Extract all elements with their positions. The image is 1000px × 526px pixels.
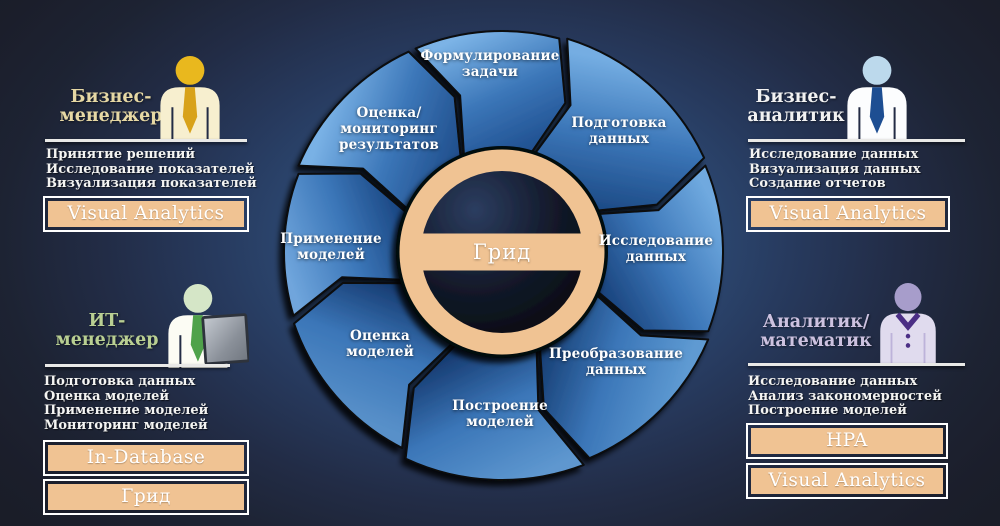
task-item: Построение моделей <box>748 403 907 419</box>
separator-line <box>748 363 965 366</box>
task-list: Исследование данных Анализ закономерност… <box>748 374 942 419</box>
person-head <box>175 56 205 85</box>
laptop-icon <box>201 313 249 366</box>
task-item: Исследование показателей <box>46 161 255 177</box>
task-item: Оценка моделей <box>44 388 170 404</box>
separator-line <box>45 139 247 142</box>
task-item: Применение моделей <box>44 403 209 419</box>
business-analyst-icon <box>847 56 907 140</box>
task-list: Исследование данных Визуализация данных … <box>749 147 921 192</box>
badge-label: Visual Analytics <box>751 201 945 227</box>
persona-analyst-mathematician: Аналитик/ математик Исследование данных … <box>726 278 971 523</box>
person-body <box>880 313 936 365</box>
badge-in-database: In-Database <box>43 440 249 476</box>
task-item: Мониторинг моделей <box>44 417 208 433</box>
persona-title: Бизнес- аналитик <box>747 87 845 126</box>
badge-visual-analytics: Visual Analytics <box>43 196 249 232</box>
segment-label-results-monitoring: Оценка/ мониторинг результатов <box>338 105 440 153</box>
person-head <box>894 283 922 312</box>
persona-title: Аналитик/ математик <box>760 312 872 351</box>
persona-title: Бизнес- менеджер <box>59 87 163 126</box>
segment-label-model-evaluation: Оценка моделей <box>346 328 414 360</box>
task-item: Принятие решений <box>46 147 196 162</box>
analyst-mathematician-icon <box>880 283 936 365</box>
task-list: Принятие решений Исследование показателе… <box>46 147 257 192</box>
badge-hpa: HPA <box>746 423 948 459</box>
person-head <box>183 284 213 313</box>
persona-business-manager: Бизнес- менеджер Принятие решений Исслед… <box>37 50 257 250</box>
segment-label-model-building: Построение моделей <box>452 398 548 430</box>
task-item: Подготовка данных <box>44 374 196 389</box>
segment-label-problem-formulation: Формулирование задачи <box>420 48 560 80</box>
badge-visual-analytics: Visual Analytics <box>746 463 948 499</box>
person-head <box>862 56 892 85</box>
segment-label-data-exploration: Исследование данных <box>598 233 714 265</box>
badge-label: Visual Analytics <box>48 201 244 227</box>
badge-grid: Грид <box>43 479 249 515</box>
coat-collar <box>895 312 921 331</box>
separator-line <box>748 139 965 142</box>
persona-title: ИТ- менеджер <box>55 311 159 350</box>
badge-label: Грид <box>48 484 244 510</box>
badge-label: Visual Analytics <box>751 468 943 494</box>
person-tie <box>182 87 198 134</box>
person-tie <box>869 87 885 134</box>
it-manager-icon <box>168 284 249 368</box>
segment-label-data-transformation: Преобразование данных <box>548 346 684 378</box>
task-item: Визуализация данных <box>749 161 921 177</box>
badge-label: In-Database <box>48 445 244 471</box>
persona-it-manager: ИТ- менеджер Подготовка данных Оценка мо… <box>37 278 252 523</box>
persona-business-analyst: Бизнес- аналитик Исследование данных Виз… <box>726 50 971 250</box>
wheel-center-label: Грид <box>472 240 532 264</box>
badge-visual-analytics: Visual Analytics <box>746 196 950 232</box>
task-item: Исследование данных <box>748 374 918 389</box>
task-item: Визуализация показателей <box>46 176 257 192</box>
task-item: Анализ закономерностей <box>748 388 942 404</box>
task-item: Исследование данных <box>749 147 919 162</box>
business-manager-icon <box>160 56 220 140</box>
badge-label: HPA <box>751 428 943 454</box>
task-list: Подготовка данных Оценка моделей Примене… <box>44 374 209 433</box>
segment-label-model-application: Применение моделей <box>280 231 382 263</box>
person-tie <box>190 315 206 362</box>
separator-line <box>45 364 230 367</box>
task-item: Создание отчетов <box>749 176 886 192</box>
segment-label-data-preparation: Подготовка данных <box>571 115 667 147</box>
